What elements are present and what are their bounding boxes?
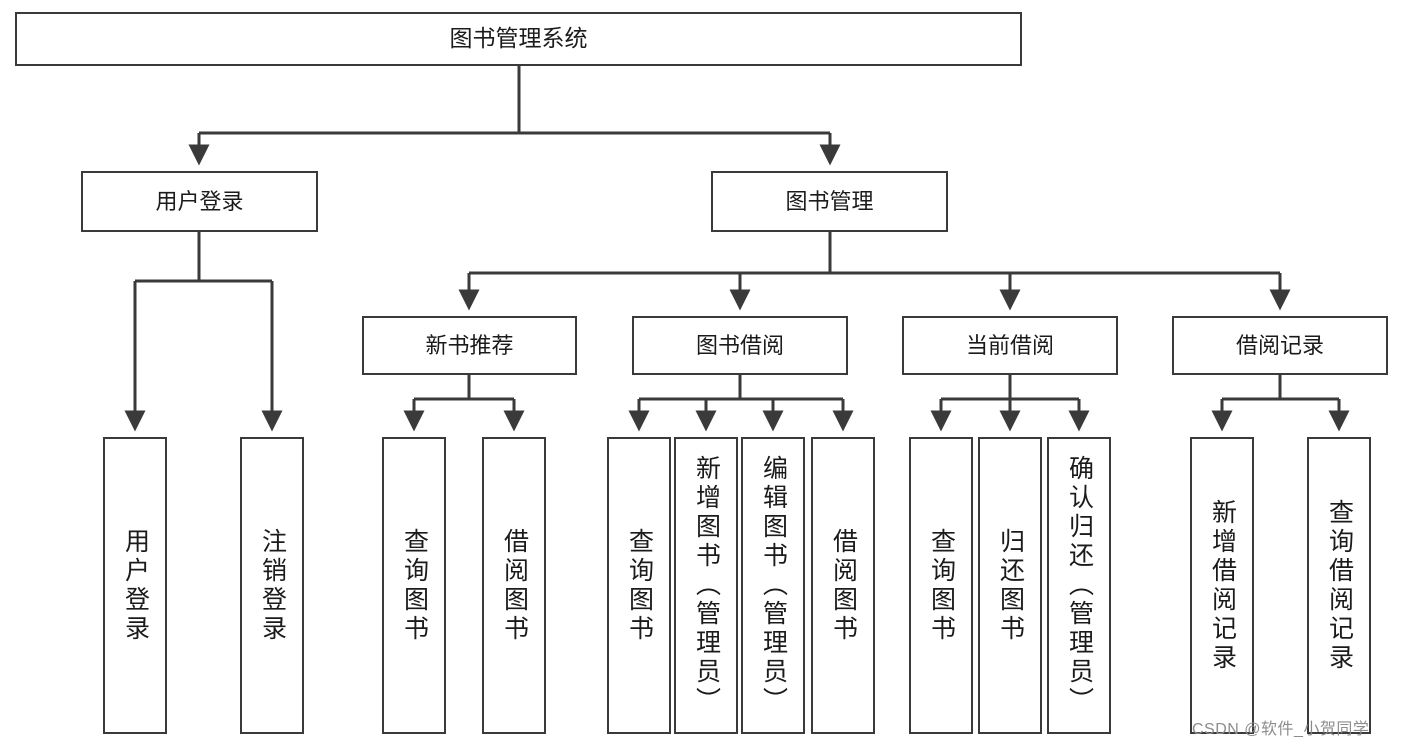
leaf-borrow-record-add-record[interactable]: 新增借阅记录 <box>1190 437 1254 734</box>
node-label: 查询图书 <box>625 527 654 644</box>
node-label: 新书推荐 <box>425 332 514 358</box>
leaf-new-book-query-book[interactable]: 查询图书 <box>382 437 446 734</box>
node-label: 借阅图书 <box>829 527 858 644</box>
leaf-new-book-borrow-book[interactable]: 借阅图书 <box>482 437 546 734</box>
node-label: 当前借阅 <box>965 332 1054 358</box>
node-label: 编辑图书（管理员） <box>759 455 788 716</box>
node-borrow-record[interactable]: 借阅记录 <box>1172 316 1388 375</box>
leaf-current-borrow-confirm-return-admin[interactable]: 确认归还（管理员） <box>1047 437 1111 734</box>
node-new-book-recommend[interactable]: 新书推荐 <box>362 316 577 375</box>
csdn-watermark: CSDN @软件_小贺同学 <box>1192 721 1370 738</box>
node-label: 查询图书 <box>927 527 956 644</box>
node-label: 新增借阅记录 <box>1208 498 1237 673</box>
node-current-borrow[interactable]: 当前借阅 <box>902 316 1118 375</box>
leaf-book-borrow-edit-book-admin[interactable]: 编辑图书（管理员） <box>741 437 805 734</box>
leaf-book-borrow-query-book[interactable]: 查询图书 <box>607 437 671 734</box>
node-label: 查询借阅记录 <box>1325 498 1354 673</box>
node-label: 图书借阅 <box>695 332 784 358</box>
node-label: 归还图书 <box>996 527 1025 644</box>
node-label: 借阅图书 <box>500 527 529 644</box>
node-user-login[interactable]: 用户登录 <box>81 171 318 232</box>
node-label: 图书管理 <box>785 188 874 214</box>
node-label: 查询图书 <box>400 527 429 644</box>
leaf-book-borrow-add-book-admin[interactable]: 新增图书（管理员） <box>674 437 738 734</box>
node-label: 用户登录 <box>121 527 150 644</box>
leaf-user-login-login[interactable]: 用户登录 <box>103 437 167 734</box>
node-book-borrow[interactable]: 图书借阅 <box>632 316 848 375</box>
leaf-current-borrow-query-book[interactable]: 查询图书 <box>909 437 973 734</box>
node-label: 确认归还（管理员） <box>1065 455 1094 716</box>
node-root-book-management-system[interactable]: 图书管理系统 <box>15 12 1022 66</box>
node-book-management[interactable]: 图书管理 <box>711 171 948 232</box>
leaf-user-login-logout[interactable]: 注销登录 <box>240 437 304 734</box>
node-label: 用户登录 <box>155 188 244 214</box>
node-label: 图书管理系统 <box>449 25 588 52</box>
node-label: 注销登录 <box>258 527 287 644</box>
leaf-book-borrow-borrow-book[interactable]: 借阅图书 <box>811 437 875 734</box>
leaf-borrow-record-query-record[interactable]: 查询借阅记录 <box>1307 437 1371 734</box>
node-label: 借阅记录 <box>1235 332 1324 358</box>
leaf-current-borrow-return-book[interactable]: 归还图书 <box>978 437 1042 734</box>
node-label: 新增图书（管理员） <box>692 455 721 716</box>
